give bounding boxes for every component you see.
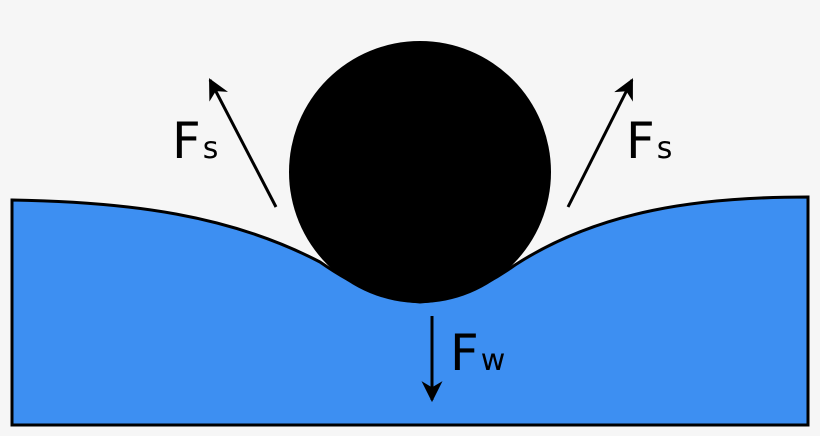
- surface-force-label-left: Fs: [172, 112, 218, 170]
- surface-force-arrow-left: [208, 78, 278, 208]
- weight-force-label: Fw: [450, 324, 505, 382]
- surface-force-label-right: Fs: [626, 112, 672, 170]
- ball: [289, 41, 551, 303]
- surface-force-arrow-right: [566, 78, 634, 208]
